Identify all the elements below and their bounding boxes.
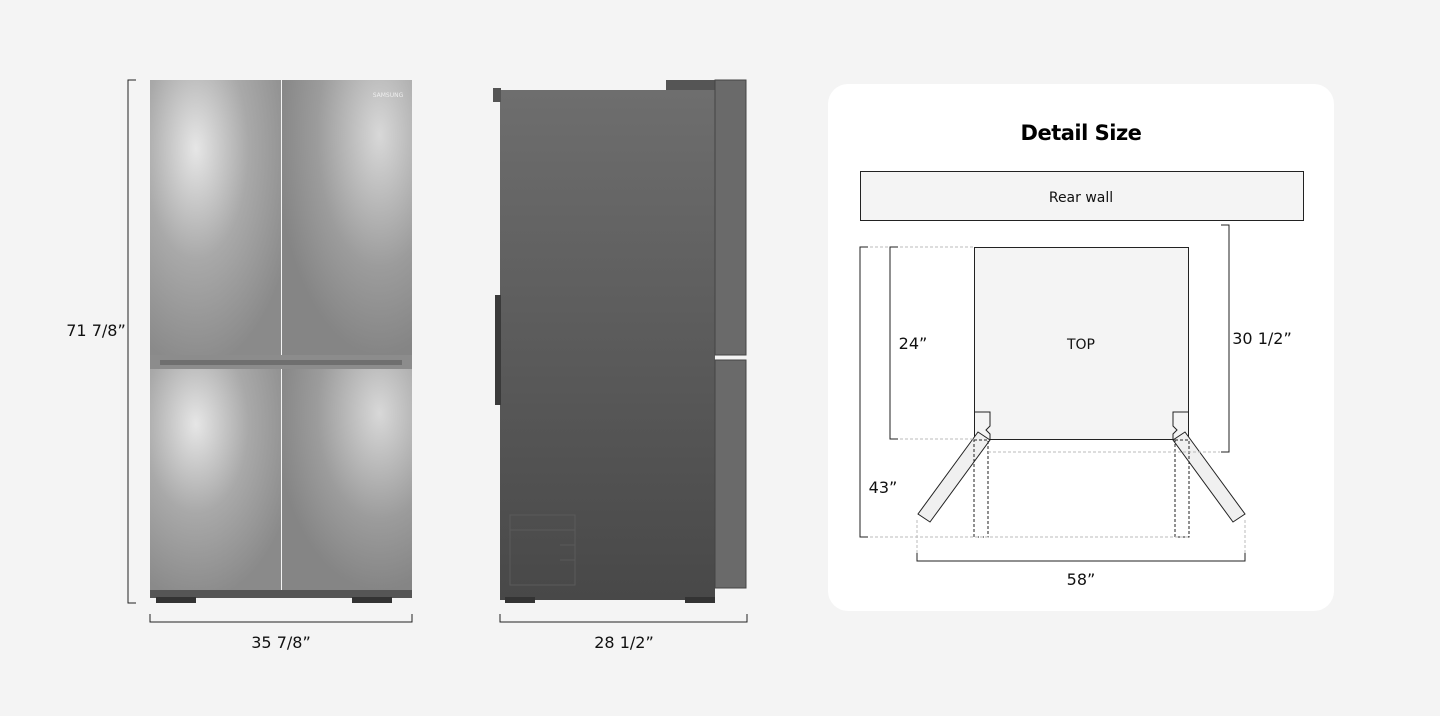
fridge-front-view: SAMSUNG	[150, 80, 412, 603]
right-lower-door	[282, 369, 412, 590]
width-label: 35 7/8”	[251, 633, 310, 652]
detail-title: Detail Size	[1021, 121, 1142, 145]
left-upper-door	[150, 80, 281, 355]
left-lower-door	[150, 369, 281, 590]
height-label: 71 7/8”	[66, 321, 125, 340]
depth-dimension	[499, 614, 748, 623]
rear-wall	[860, 171, 1304, 221]
depth-label: 28 1/2”	[594, 633, 653, 652]
side-lower-door	[714, 359, 747, 589]
width-dimension	[149, 614, 413, 623]
side-body	[500, 90, 715, 600]
rear-wall-label: Rear wall	[1049, 190, 1113, 206]
fridge-top-outline	[870, 246, 1246, 555]
right-upper-door	[282, 80, 412, 355]
left-door-open	[917, 431, 991, 523]
depth-door-open-label: 43”	[869, 478, 898, 497]
brand-logo: SAMSUNG	[373, 92, 404, 99]
detail-dimension-lines	[859, 224, 1246, 562]
top-label: TOP	[1066, 337, 1095, 353]
width-door-open-label: 58”	[1067, 570, 1096, 589]
depth-no-door-label: 24”	[899, 334, 928, 353]
fridge-side-view	[493, 79, 747, 603]
fridge-base	[150, 590, 412, 598]
height-dimension	[127, 79, 136, 604]
depth-with-door-label: 30 1/2”	[1232, 329, 1291, 348]
side-upper-door	[714, 79, 747, 356]
right-door-open	[1172, 431, 1246, 523]
